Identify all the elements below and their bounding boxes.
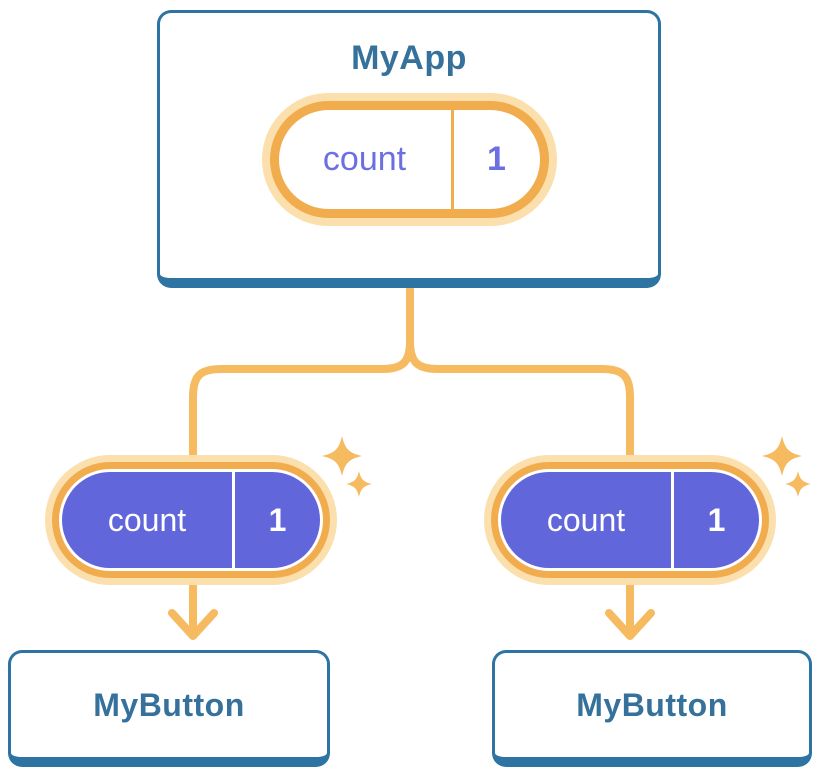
- prop-value: 1: [268, 501, 287, 538]
- sparkle-icon: [322, 436, 362, 476]
- root-component-card: MyApp count 1: [157, 10, 661, 288]
- arrowhead-right-icon: [605, 609, 655, 640]
- prop-name: count: [546, 501, 626, 538]
- root-component-title: MyApp: [351, 39, 467, 77]
- state-pill-body: count 1: [278, 109, 540, 209]
- pill-divider: [671, 472, 674, 568]
- sparkle-icon: [762, 436, 802, 476]
- child-component-title: MyButton: [93, 686, 245, 723]
- sparkle-icon: [346, 471, 372, 497]
- connector-branch-left: [189, 337, 414, 634]
- prop-pill-left: count 1: [45, 455, 337, 585]
- child-component-card-right: MyButton: [492, 650, 812, 767]
- prop-name: count: [107, 501, 187, 538]
- prop-value: 1: [707, 501, 726, 538]
- prop-pill-right: count 1: [484, 455, 776, 585]
- state-name: count: [322, 139, 407, 178]
- pill-divider: [450, 109, 454, 209]
- prop-pill-core: count 1: [501, 472, 759, 568]
- prop-pill-core: count 1: [62, 472, 320, 568]
- state-pill: count 1: [261, 92, 557, 226]
- connector-branch-right: [406, 337, 634, 634]
- arrowhead-left-icon: [168, 609, 218, 640]
- child-component-card-left: MyButton: [8, 650, 330, 767]
- state-value: 1: [487, 139, 506, 178]
- child-component-title: MyButton: [576, 686, 728, 723]
- pill-divider: [232, 472, 235, 568]
- sparkle-icon: [785, 471, 811, 497]
